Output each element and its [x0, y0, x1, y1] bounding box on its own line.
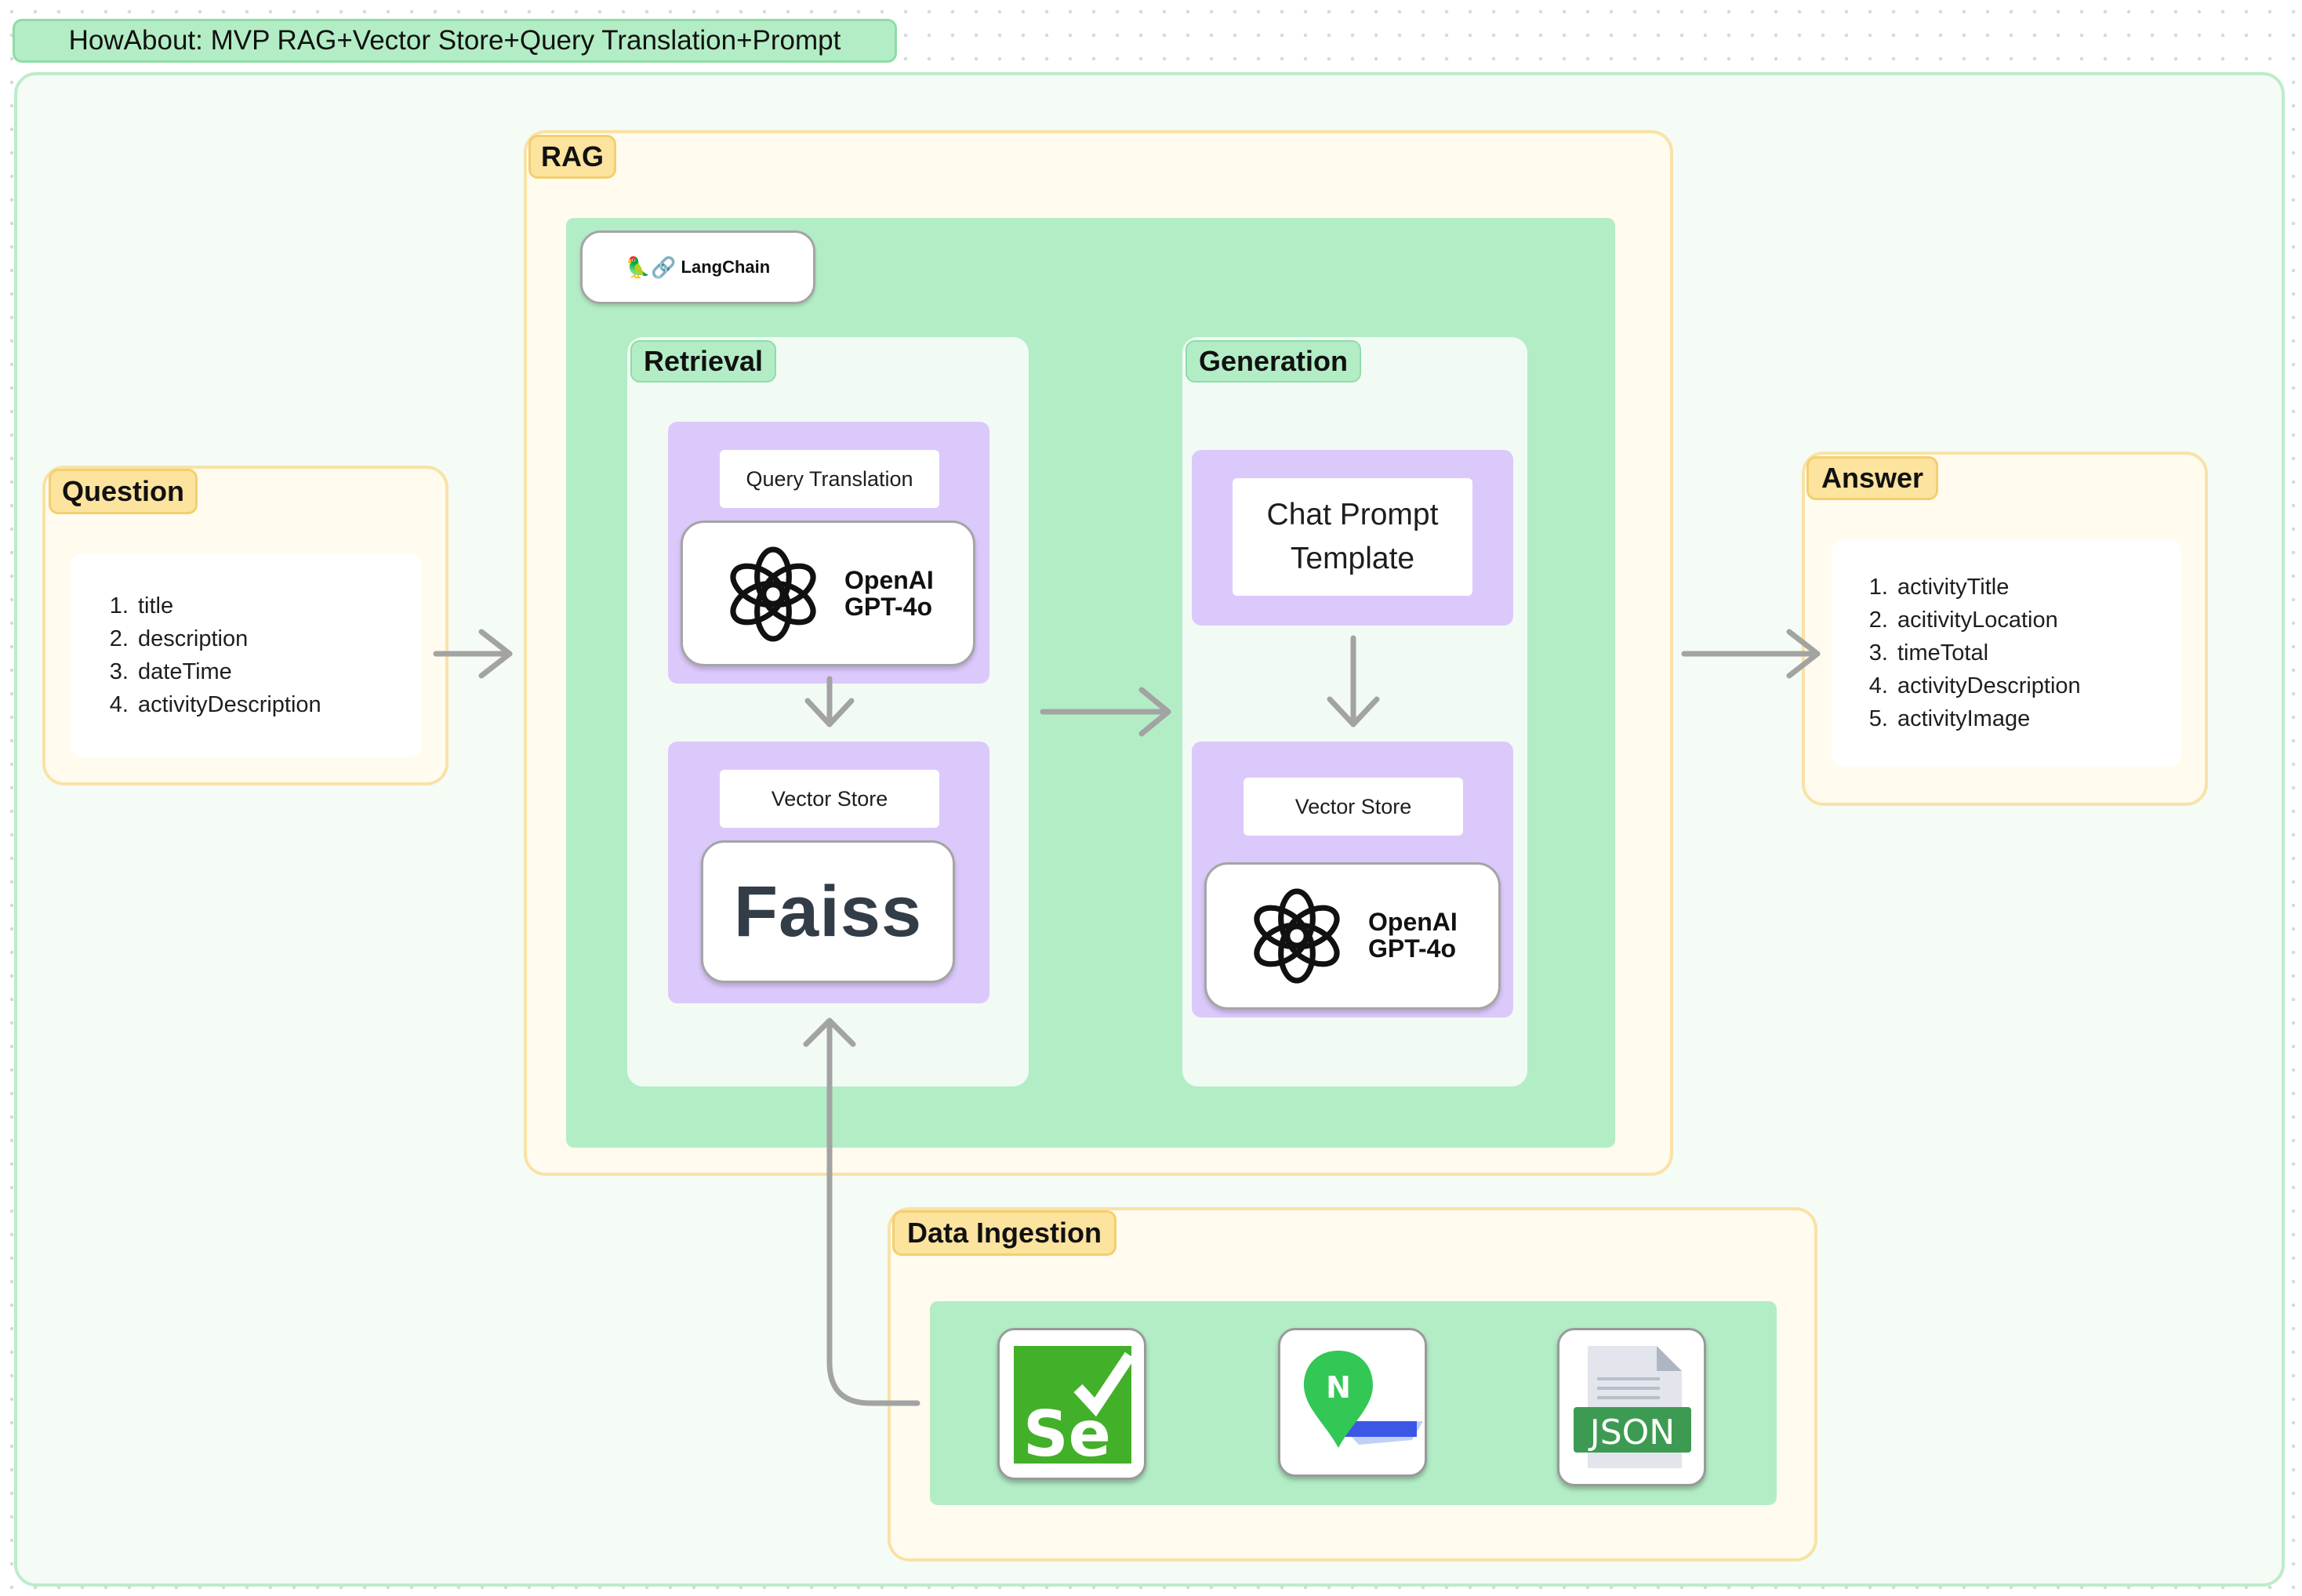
model-vendor: OpenAI [1368, 908, 1458, 936]
selenium-logo-card: Se [997, 1328, 1146, 1480]
faiss-card: Faiss [701, 840, 955, 983]
answer-fields: activityTitle acitivityLocation timeTota… [1861, 571, 2081, 735]
answer-field: activityImage [1894, 702, 2081, 735]
question-label: Question [49, 469, 198, 514]
langchain-name: LangChain [681, 257, 771, 277]
answer-label: Answer [1806, 456, 1938, 500]
retrieval-label: Retrieval [630, 340, 776, 383]
naver-map-logo-card: N [1278, 1328, 1427, 1477]
generation-label: Generation [1185, 340, 1361, 383]
naver-map-logo-text: N [1326, 1370, 1351, 1405]
question-list-box: title description dateTime activityDescr… [71, 553, 422, 757]
json-file-icon: JSON [1574, 1346, 1691, 1468]
answer-field: activityDescription [1894, 669, 2081, 702]
query-translation-label: Query Translation [720, 450, 939, 508]
retrieval-openai-card: OpenAI GPT-4o [681, 521, 975, 666]
answer-field: acitivityLocation [1894, 604, 2081, 637]
json-file-text: JSON [1588, 1413, 1675, 1453]
question-field: description [135, 622, 321, 655]
answer-list-box: activityTitle acitivityLocation timeTota… [1832, 539, 2181, 767]
retrieval-vector-store-label: Vector Store [720, 770, 939, 828]
question-field: activityDescription [135, 688, 321, 721]
rag-label: RAG [528, 135, 616, 179]
data-ingestion-label: Data Ingestion [892, 1210, 1117, 1256]
model-name: GPT-4o [844, 593, 933, 621]
json-file-logo-card: JSON [1557, 1328, 1706, 1486]
faiss-logo-text: Faiss [733, 871, 923, 952]
diagram-title: HowAbout: MVP RAG+Vector Store+Query Tra… [13, 19, 897, 63]
model-name: GPT-4o [1368, 934, 1457, 963]
openai-logo-icon [1254, 888, 1340, 984]
selenium-logo-icon: Se [1014, 1346, 1135, 1471]
selenium-logo-text: Se [1023, 1398, 1111, 1471]
question-fields: title description dateTime activityDescr… [102, 589, 321, 721]
question-field: dateTime [135, 655, 321, 688]
generation-vector-store-label: Vector Store [1244, 778, 1463, 836]
openai-logo-icon [730, 546, 816, 642]
naver-map-logo-icon: N [1304, 1351, 1423, 1448]
question-field: title [135, 589, 321, 622]
langchain-badge: 🦜🔗 LangChain [580, 230, 815, 304]
answer-field: timeTotal [1894, 637, 2081, 669]
generation-openai-card: OpenAI GPT-4o [1204, 862, 1501, 1010]
answer-field: activityTitle [1894, 571, 2081, 604]
chat-prompt-template-label: Chat Prompt Template [1233, 478, 1472, 596]
model-vendor: OpenAI [844, 566, 934, 594]
langchain-emoji: 🦜🔗 [625, 255, 677, 279]
